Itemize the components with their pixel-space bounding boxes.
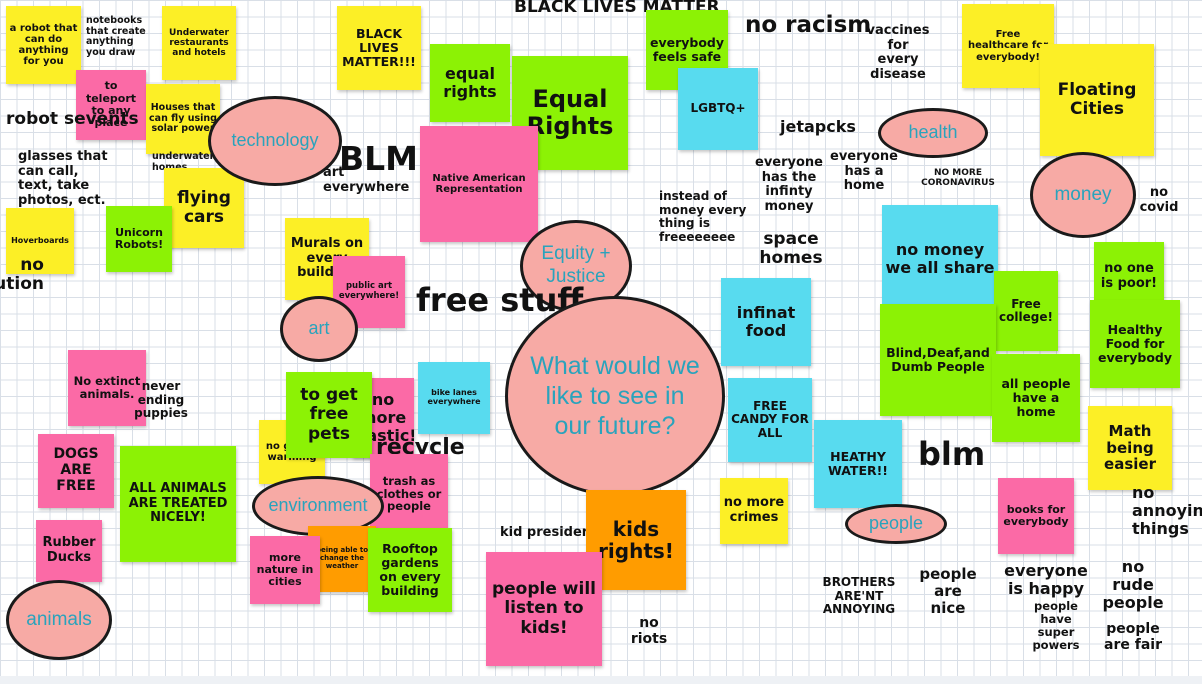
- sticky-note-equal-rights-small[interactable]: equal rights: [430, 44, 510, 122]
- sticky-note-healthy-food[interactable]: Healthy Food for everybody: [1090, 300, 1180, 388]
- text-no-racism[interactable]: no racism: [745, 12, 872, 38]
- text-blm-big[interactable]: BLM: [339, 139, 419, 178]
- text-notebooks[interactable]: notebooks that create anything you draw: [86, 15, 146, 59]
- text-everyone-infinity-money[interactable]: everyone has the infinty money: [755, 155, 823, 215]
- sticky-note-bike-lanes[interactable]: bike lanes everywhere: [418, 362, 490, 434]
- sticky-note-more-nature[interactable]: more nature in cities: [250, 536, 320, 604]
- text-everyone-home[interactable]: everyone has a home: [830, 149, 898, 194]
- sticky-note-all-people-home[interactable]: all people have a home: [992, 354, 1080, 442]
- sticky-note-black-lives-matter[interactable]: BLACK LIVES MATTER!!!: [337, 6, 421, 90]
- text-people-nice[interactable]: people are nice: [919, 565, 977, 617]
- text-never-ending-puppies[interactable]: never ending puppies: [134, 379, 188, 421]
- text-brothers[interactable]: BROTHERS ARE'NT ANNOYING: [822, 575, 896, 617]
- text-no-pollution[interactable]: no pollution: [0, 255, 44, 295]
- sticky-note-blind-deaf[interactable]: Blind,Deaf,and Dumb People: [880, 304, 996, 416]
- sticky-note-math-easier[interactable]: Math being easier: [1088, 406, 1172, 490]
- category-circle-technology[interactable]: technology: [208, 96, 342, 186]
- category-circle-people[interactable]: people: [845, 504, 947, 544]
- sticky-note-no-money-share[interactable]: no money we all share: [882, 205, 998, 313]
- text-kid-president[interactable]: kid president: [500, 525, 598, 540]
- text-glasses[interactable]: glasses that can call, text, take photos…: [18, 149, 108, 209]
- category-circle-art[interactable]: art: [280, 296, 358, 362]
- text-blm-lower[interactable]: blm: [918, 435, 986, 473]
- sticky-note-free-college[interactable]: Free college!: [994, 271, 1058, 351]
- sticky-note-floating-cities[interactable]: Floating Cities: [1040, 44, 1154, 156]
- text-everyone-happy[interactable]: everyone is happy: [1004, 561, 1088, 599]
- text-art-everywhere[interactable]: art everywhere: [323, 165, 410, 195]
- text-space-homes[interactable]: space homes: [759, 229, 823, 269]
- text-vaccines[interactable]: vaccines for every disease: [866, 23, 930, 83]
- text-instead-of-money[interactable]: instead of money every thing is freeeeee…: [659, 189, 747, 244]
- text-people-fair[interactable]: people are fair: [1104, 621, 1162, 653]
- sticky-note-free-candy[interactable]: FREE CANDY FOR ALL: [728, 378, 812, 462]
- category-circle-animals[interactable]: animals: [6, 580, 112, 660]
- sticky-note-free-pets[interactable]: to get free pets: [286, 372, 372, 458]
- text-jetpacks[interactable]: jetapcks: [780, 117, 856, 136]
- sticky-note-lgbtq[interactable]: LGBTQ+: [678, 68, 758, 150]
- sticky-note-equal-rights-big[interactable]: Equal Rights: [512, 56, 628, 170]
- sticky-note-dogs-free[interactable]: DOGS ARE FREE: [38, 434, 114, 508]
- sticky-note-teleport[interactable]: to teleport to any place: [76, 70, 146, 140]
- sticky-note-hoverboards[interactable]: Hoverboards: [6, 208, 74, 274]
- sticky-note-unicorn-robots[interactable]: Unicorn Robots!: [106, 206, 172, 272]
- sticky-note-native-american[interactable]: Native American Representation: [420, 126, 538, 242]
- sticky-note-rooftop-gardens[interactable]: Rooftop gardens on every building: [368, 528, 452, 612]
- central-question-circle[interactable]: What would we like to see in our future?: [505, 296, 725, 496]
- sticky-note-all-animals[interactable]: ALL ANIMALS ARE TREATED NICELY!: [120, 446, 236, 562]
- sticky-note-no-more-crimes[interactable]: no more crimes: [720, 478, 788, 544]
- text-robot-sevents[interactable]: robot sevents: [6, 109, 139, 129]
- sticky-note-rubber-ducks[interactable]: Rubber Ducks: [36, 520, 102, 582]
- sticky-note-flying-cars[interactable]: flying cars: [164, 168, 244, 248]
- sticky-note-kids-rights[interactable]: kids rights!: [586, 490, 686, 590]
- text-no-riots[interactable]: no riots: [630, 615, 668, 647]
- sticky-note-no-extinct[interactable]: No extinct animals.: [68, 350, 146, 426]
- sticky-note-trash-clothes[interactable]: trash as clothes or people: [370, 454, 448, 534]
- text-no-rude[interactable]: no rude people: [1102, 557, 1164, 613]
- category-circle-health[interactable]: health: [878, 108, 988, 158]
- sticky-note-underwater-restaurants[interactable]: Underwater restaurants and hotels: [162, 6, 236, 80]
- text-no-annoying[interactable]: no annoying things: [1132, 483, 1202, 539]
- sticky-note-free-healthcare[interactable]: Free healthcare for everybody!: [962, 4, 1054, 88]
- text-no-coronavirus[interactable]: NO MORE CORONAVIRUS: [921, 168, 995, 189]
- sticky-note-people-listen[interactable]: people will listen to kids!: [486, 552, 602, 666]
- text-super-powers[interactable]: people have super powers: [1032, 599, 1080, 652]
- sticky-note-healthy-water[interactable]: HEATHY WATER!!: [814, 420, 902, 508]
- text-no-covid[interactable]: no covid: [1139, 185, 1179, 215]
- category-circle-money[interactable]: money: [1030, 152, 1136, 238]
- sticky-note-solar-houses[interactable]: Houses that can fly using solar power: [146, 84, 220, 154]
- sticky-note-robot[interactable]: a robot that can do anything for you: [6, 6, 81, 84]
- sticky-note-infinite-food[interactable]: infinat food: [721, 278, 811, 366]
- sticky-note-books[interactable]: books for everybody: [998, 478, 1074, 554]
- text-underwater-homes[interactable]: underwater homes: [152, 151, 215, 173]
